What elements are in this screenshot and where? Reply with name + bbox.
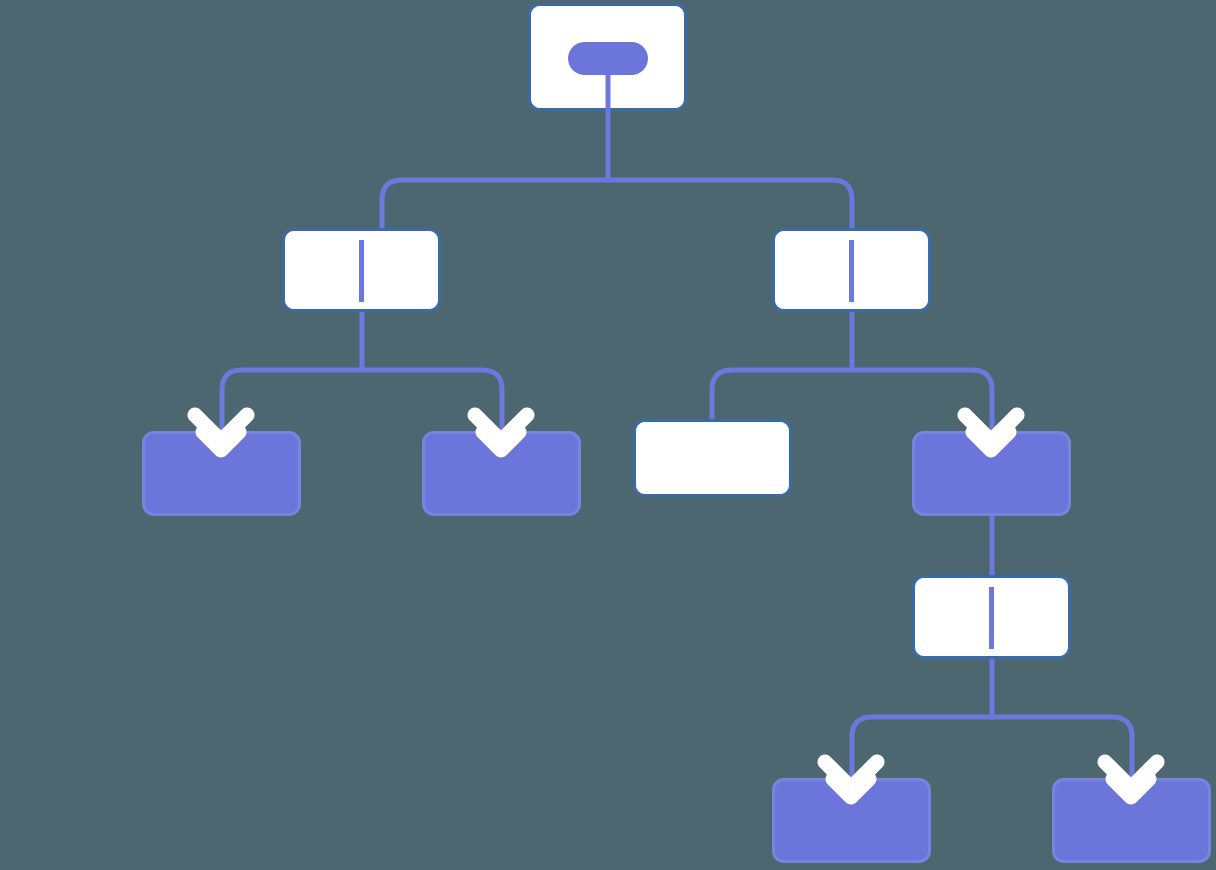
node-branch-right-child[interactable] (912, 431, 1071, 516)
node-leaf-bottom-right[interactable] (1052, 778, 1211, 863)
node-leaf-right-white[interactable] (633, 419, 792, 497)
node-leaf-left-b[interactable] (422, 431, 581, 516)
node-branch-left[interactable] (282, 228, 441, 312)
edge-n1-n2 (379, 111, 611, 230)
node-sub-branch[interactable] (912, 575, 1071, 659)
node-leaf-bottom-left[interactable] (772, 778, 931, 863)
root-pill-label (568, 42, 648, 75)
node-leaf-left-a[interactable] (142, 431, 301, 516)
edge-n3-n6 (709, 310, 855, 422)
edge-n8-n9 (849, 657, 995, 783)
edge-n8-n10 (989, 657, 1135, 783)
node-branch-right[interactable] (772, 228, 931, 312)
edge-n1-n3 (605, 111, 855, 230)
edge-n2-n5 (359, 310, 505, 436)
edge-n2-n4 (219, 310, 365, 436)
edge-n3-n7 (849, 310, 995, 436)
